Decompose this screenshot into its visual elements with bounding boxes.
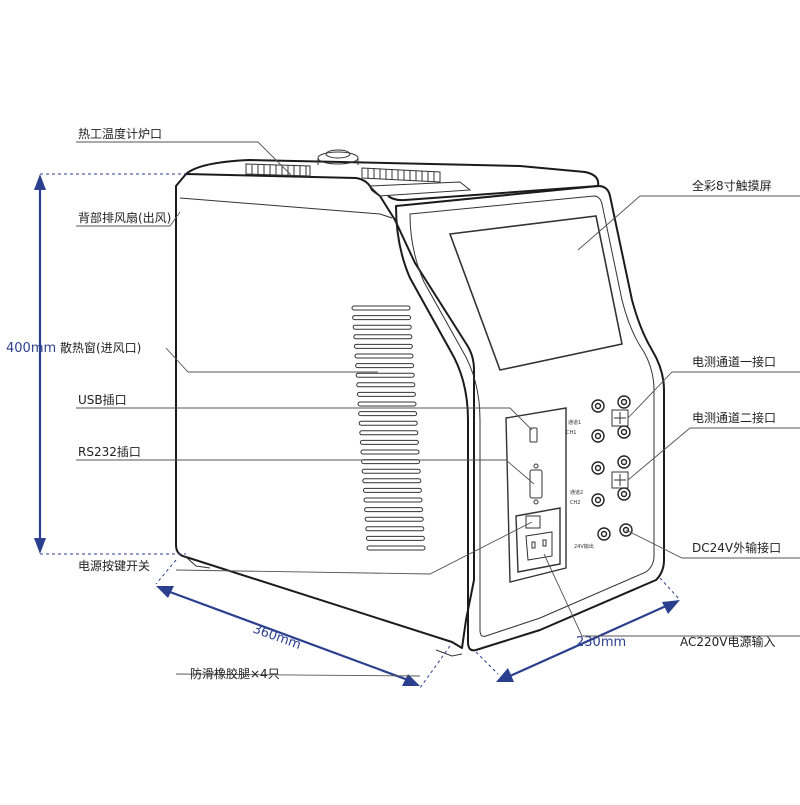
label-ch1: 电测通道一接口 xyxy=(692,354,776,369)
leader-lines xyxy=(76,141,800,677)
label-vent: 散热窗(进风口) xyxy=(60,340,141,355)
vent-slot xyxy=(356,382,416,388)
usb-port xyxy=(529,427,538,443)
top-lid xyxy=(185,159,600,202)
rubber-foot xyxy=(435,649,463,657)
vent-slot xyxy=(354,353,414,359)
label-rs232: RS232插口 xyxy=(78,445,141,459)
ch2-label-b: CH2 xyxy=(570,500,580,506)
vent-slot xyxy=(361,468,421,474)
vent-slot xyxy=(355,363,415,369)
vent-slot xyxy=(364,516,424,522)
label-ac220v: AC220V电源输入 xyxy=(680,634,776,649)
side-panel xyxy=(175,173,475,649)
touchscreen xyxy=(448,215,623,371)
vent-slot xyxy=(352,315,412,321)
vent-slot xyxy=(366,545,426,551)
vent-slot xyxy=(365,535,425,541)
vent-slot xyxy=(362,487,422,493)
vent-slot xyxy=(362,478,422,484)
dimension-depth: 230mm xyxy=(475,577,681,682)
port-block xyxy=(505,407,567,583)
dimension-height: 400mm xyxy=(6,173,186,555)
ac-pin-2 xyxy=(542,539,547,547)
vent-slot xyxy=(351,305,411,311)
callout-labels: 热工温度计炉口 背部排风扇(出风) 散热窗(进风口) USB插口 RS232插口… xyxy=(60,126,781,681)
vent-slot xyxy=(353,334,413,340)
vent-slot xyxy=(364,507,424,513)
ac-pin-1 xyxy=(531,541,536,549)
dimension-width: 360mm xyxy=(155,559,451,689)
vent-slot xyxy=(355,372,415,378)
rubber-foot-2 xyxy=(185,556,211,569)
vent-slot xyxy=(359,439,419,445)
channel-2-terminals: 通道2 CH2 xyxy=(570,455,631,507)
front-panel xyxy=(395,185,665,652)
power-switch xyxy=(525,515,541,529)
ch1-label-a: 通道1 xyxy=(568,419,581,426)
ac-socket xyxy=(525,531,553,561)
ch2-label-a: 通道2 xyxy=(570,489,583,496)
top-recess xyxy=(368,181,472,197)
furnace-port-inner xyxy=(325,149,351,159)
label-power-switch: 电源按键开关 xyxy=(78,559,150,573)
power-module xyxy=(515,507,561,573)
height-label: 400mm xyxy=(6,341,56,356)
label-ch2: 电测通道二接口 xyxy=(692,410,776,425)
device-body: 通道1 CH1 通道2 CH2 24V输出 xyxy=(175,149,665,657)
channel-1-terminals: 通道1 CH1 xyxy=(566,395,631,443)
label-rear-fan: 背部排风扇(出风) xyxy=(78,210,171,225)
vent-slot xyxy=(363,497,423,503)
depth-label: 230mm xyxy=(576,635,626,650)
top-grille-left xyxy=(245,163,311,177)
rs232-port xyxy=(529,469,543,499)
label-furnace-port: 热工温度计炉口 xyxy=(78,126,162,141)
vent-slot xyxy=(353,343,413,349)
vent-slot xyxy=(365,526,425,532)
dc24v-terminals: 24V输出 xyxy=(574,523,633,550)
vent-slot xyxy=(359,430,419,436)
vent-slot xyxy=(357,401,417,407)
top-grille-right xyxy=(361,167,441,183)
dc-out-label: 24V输出 xyxy=(574,543,594,550)
label-usb: USB插口 xyxy=(78,393,127,407)
lid-band xyxy=(179,197,393,219)
width-label: 360mm xyxy=(251,622,303,653)
vent-slot xyxy=(352,324,412,330)
rs232-screw-bottom xyxy=(533,499,539,505)
rs232-screw-top xyxy=(533,463,539,469)
vent-slot xyxy=(356,391,416,397)
label-rubber-feet: 防滑橡胶腿×4只 xyxy=(190,666,280,681)
vent-slot xyxy=(358,420,418,426)
ch1-label-b: CH1 xyxy=(566,430,576,436)
vent-slot xyxy=(360,449,420,455)
side-vents xyxy=(351,305,426,551)
furnace-port-neck xyxy=(317,158,359,165)
label-dc24v: DC24V外输接口 xyxy=(692,540,781,555)
vent-slot xyxy=(358,411,418,417)
label-touchscreen: 全彩8寸触摸屏 xyxy=(692,178,772,193)
front-panel-inner xyxy=(409,195,655,637)
